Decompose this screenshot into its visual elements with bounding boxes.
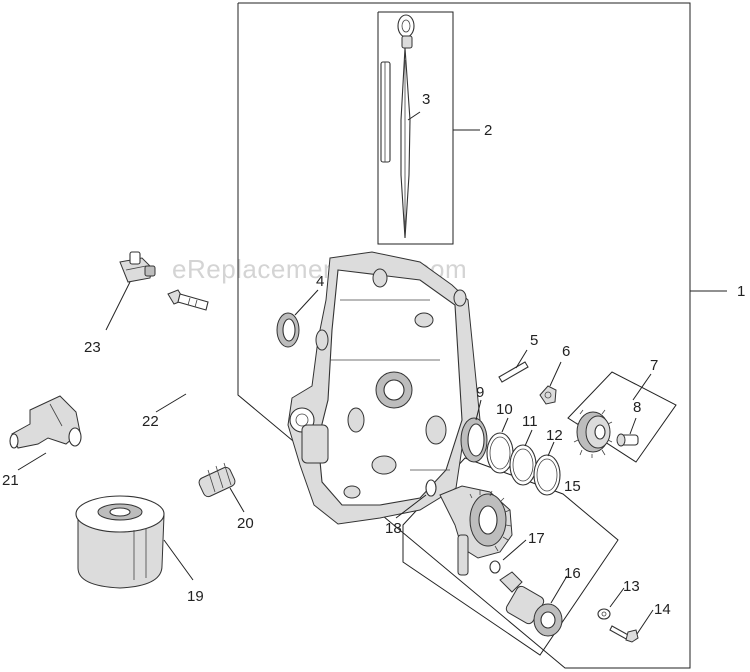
- callout-8: 8: [633, 399, 641, 416]
- oil-seal: [276, 312, 300, 348]
- relief-valve: [499, 571, 563, 637]
- o-ring-11: [509, 444, 537, 486]
- callout-4: 4: [316, 273, 324, 290]
- callout-12: 12: [546, 427, 563, 444]
- callout-16: 16: [564, 565, 581, 582]
- assembly-outline: [237, 2, 691, 669]
- bearing: [460, 417, 488, 463]
- callout-3: 3: [422, 91, 430, 108]
- callout-18: 18: [385, 520, 402, 537]
- callout-14: 14: [654, 601, 671, 618]
- callout-10: 10: [496, 401, 513, 418]
- washer: [597, 608, 611, 620]
- oil-pump-group-box: [402, 457, 619, 656]
- oil-pump-assembly: [439, 485, 513, 576]
- o-ring-18: [425, 479, 437, 497]
- callout-13: 13: [623, 578, 640, 595]
- callout-5: 5: [530, 332, 538, 349]
- leader-lines: [17, 111, 727, 635]
- elbow-fitting: [9, 395, 82, 449]
- oil-filter-nipple: [198, 462, 236, 498]
- callout-labels: 1 2 3 4 5 6 7 8 9 10 11 12 13 14 15 16 1…: [2, 91, 745, 618]
- screw: [609, 625, 639, 643]
- callout-20: 20: [237, 515, 254, 532]
- o-ring-17: [489, 560, 501, 574]
- callout-19: 19: [187, 588, 204, 605]
- governor-gear: [573, 409, 613, 458]
- callout-15: 15: [564, 478, 581, 495]
- gear-shaft: [616, 433, 639, 447]
- dipstick-tube: [380, 61, 391, 163]
- callout-1: 1: [737, 283, 745, 300]
- callout-9: 9: [476, 384, 484, 401]
- oil-pressure-switch: [119, 251, 156, 283]
- callout-17: 17: [528, 530, 545, 547]
- o-ring-10: [486, 432, 514, 474]
- callout-22: 22: [142, 413, 159, 430]
- bolt: [167, 289, 209, 311]
- clip: [539, 385, 557, 405]
- dipstick: [397, 14, 415, 239]
- callout-6: 6: [562, 343, 570, 360]
- crankcase-cover: [287, 251, 481, 525]
- oil-filter: [75, 495, 165, 589]
- callout-23: 23: [84, 339, 101, 356]
- dipstick-group-box: [377, 11, 454, 245]
- callout-2: 2: [484, 122, 492, 139]
- o-ring-12: [533, 454, 561, 496]
- gear-group-box: [567, 371, 677, 463]
- callout-11: 11: [522, 413, 538, 430]
- callout-21: 21: [2, 472, 19, 489]
- dowel-pin: [498, 361, 529, 383]
- callout-7: 7: [650, 357, 658, 374]
